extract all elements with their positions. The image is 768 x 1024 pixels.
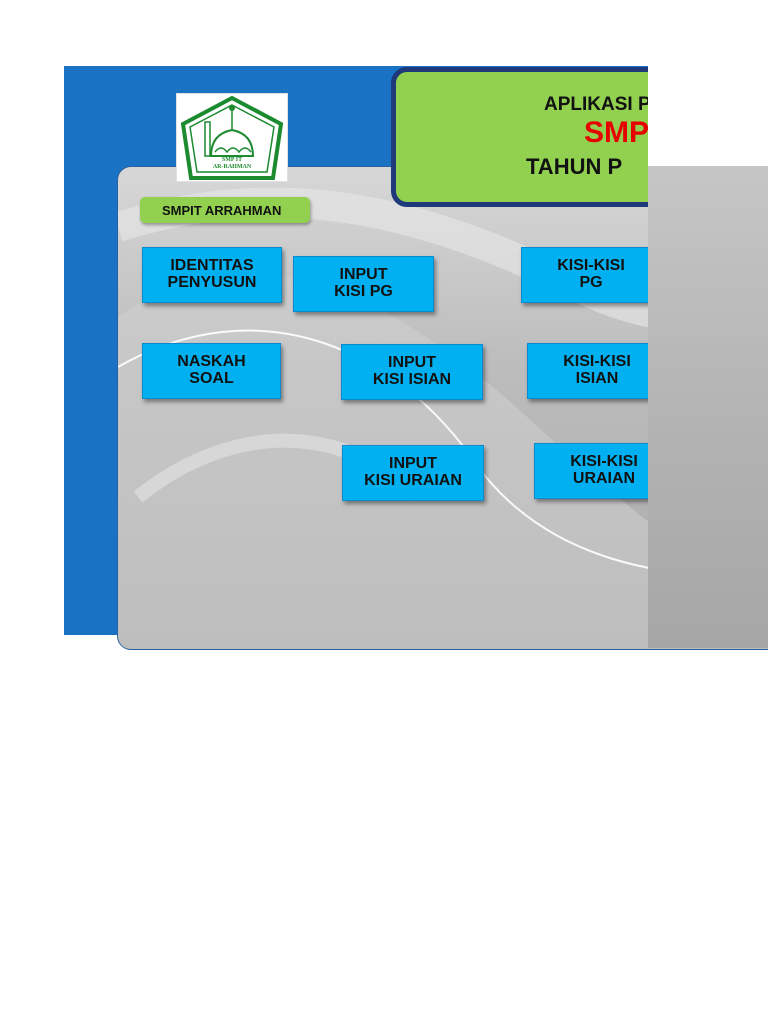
title-clip-right bbox=[648, 60, 768, 166]
button-label-line1: KISI-KISI bbox=[563, 353, 631, 370]
button-label-line2: ISIAN bbox=[575, 370, 619, 387]
button-label-line1: KISI-KISI bbox=[570, 453, 638, 470]
kisi-kisi-isian-button[interactable]: KISI-KISI ISIAN bbox=[527, 343, 667, 399]
button-label-line2: URAIAN bbox=[572, 470, 636, 487]
logo-caption-line1: SMP IT bbox=[221, 157, 243, 163]
button-label-line1: NASKAH bbox=[177, 353, 246, 370]
naskah-soal-button[interactable]: NASKAH SOAL bbox=[142, 343, 281, 399]
title-clip-top bbox=[648, 0, 768, 66]
identitas-penyusun-button[interactable]: IDENTITAS PENYUSUN bbox=[142, 247, 282, 303]
app-title-line2: SMP bbox=[584, 116, 650, 149]
button-label-line2: PENYUSUN bbox=[167, 274, 257, 291]
app-title-line3: TAHUN P bbox=[526, 154, 623, 179]
button-label-line1: INPUT bbox=[388, 354, 436, 371]
input-kisi-isian-button[interactable]: INPUT KISI ISIAN bbox=[341, 344, 483, 400]
right-clip-overlay bbox=[648, 166, 768, 648]
button-label-line1: INPUT bbox=[339, 266, 388, 283]
button-label-line2: KISI PG bbox=[334, 283, 393, 300]
mosque-logo-icon bbox=[180, 95, 284, 180]
button-label-line2: KISI ISIAN bbox=[372, 371, 452, 388]
app-title-line1: APLIKASI P bbox=[544, 94, 651, 115]
logo-caption-line2: AR-RAHMAN bbox=[212, 164, 252, 170]
input-kisi-uraian-button[interactable]: INPUT KISI URAIAN bbox=[342, 445, 484, 501]
school-name-tag: SMPIT ARRAHMAN bbox=[140, 197, 310, 223]
input-kisi-pg-button[interactable]: INPUT KISI PG bbox=[293, 256, 434, 312]
school-logo: SMP IT AR-RAHMAN bbox=[176, 93, 288, 182]
button-label-line1: IDENTITAS bbox=[170, 257, 254, 274]
kisi-kisi-pg-button[interactable]: KISI-KISI PG bbox=[521, 247, 661, 303]
button-label-line2: SOAL bbox=[189, 370, 234, 387]
button-label-line1: KISI-KISI bbox=[557, 257, 625, 274]
button-label-line1: INPUT bbox=[389, 455, 437, 472]
button-label-line2: PG bbox=[579, 274, 603, 291]
button-label-line2: KISI URAIAN bbox=[364, 472, 462, 489]
